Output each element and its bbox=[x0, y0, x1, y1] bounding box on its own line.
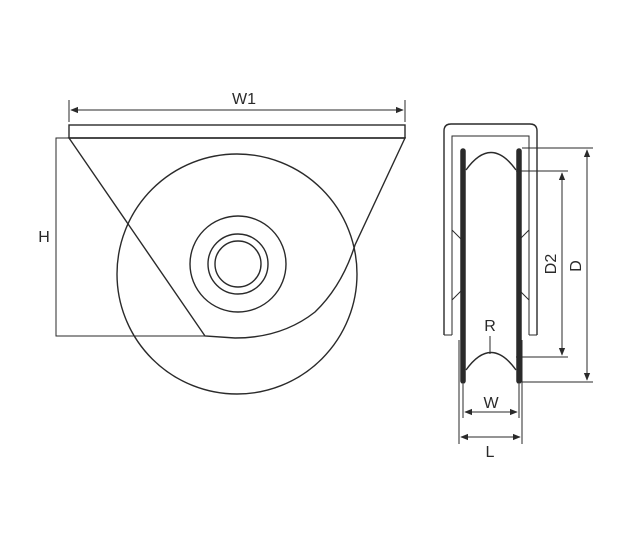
l-label: L bbox=[486, 444, 495, 461]
wheel-outline bbox=[116, 153, 358, 395]
hub-axle-hole bbox=[214, 240, 262, 288]
d-label: D bbox=[568, 260, 585, 272]
hub-outer-ring bbox=[189, 215, 287, 313]
w-label: W bbox=[483, 395, 499, 412]
h-dimension-line bbox=[55, 137, 205, 337]
groove-top-arc bbox=[465, 152, 517, 171]
bracket-body bbox=[67, 137, 407, 339]
r-label: R bbox=[484, 318, 496, 335]
w1-label: W1 bbox=[232, 91, 256, 108]
groove-bottom-arc bbox=[465, 352, 517, 371]
h-label: H bbox=[38, 229, 50, 246]
side-view: R D2 D W L bbox=[443, 123, 593, 461]
front-view: W1 H bbox=[38, 91, 407, 395]
d2-label: D2 bbox=[543, 254, 560, 275]
side-bracket-outer bbox=[443, 123, 538, 335]
mounting-plate bbox=[68, 124, 406, 139]
hub-bearing-ring bbox=[207, 233, 269, 295]
side-bracket-inner bbox=[451, 135, 530, 335]
